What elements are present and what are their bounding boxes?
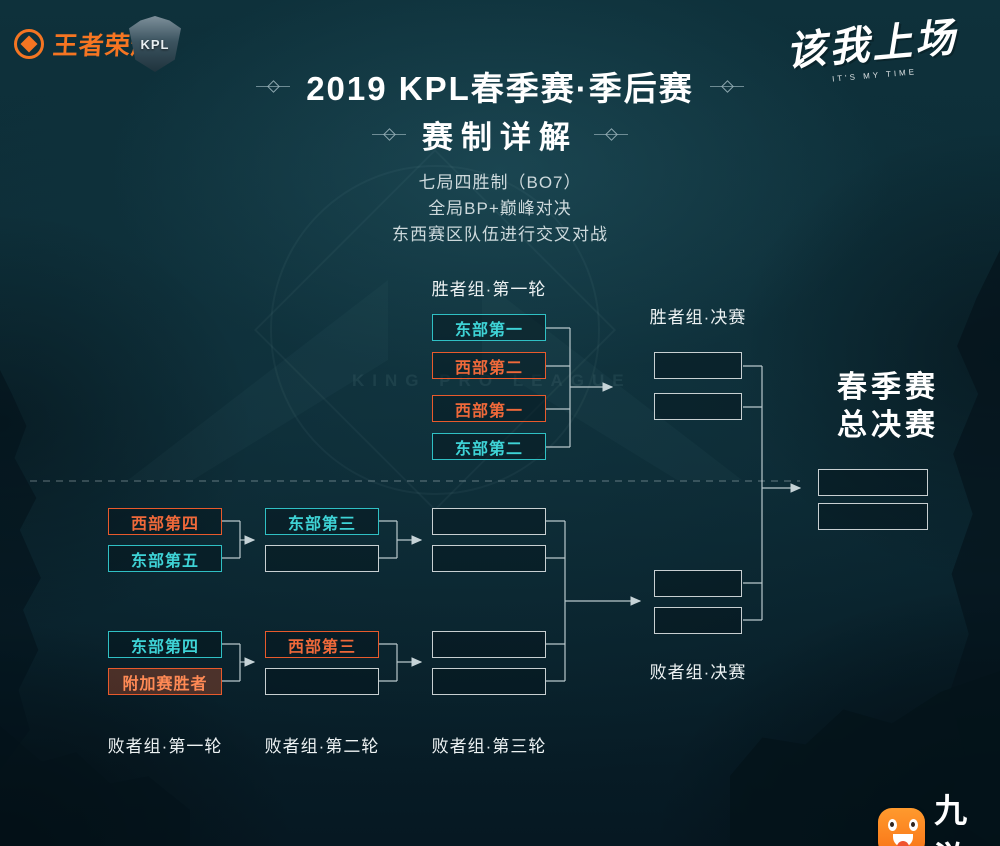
mascot-eye-left [888,819,897,831]
team-box-west-2: 西部第二 [432,352,546,379]
grand-final-slot-1 [818,469,928,496]
page-title: 2019 KPL春季赛·季后赛 [306,70,694,107]
losers-round2-label: 败者组·第二轮 [264,737,380,756]
losers-final-slot-1 [654,570,742,597]
grand-final-title-line1: 春季赛 [837,371,939,404]
losers-round2-slot-2 [265,668,379,695]
team-box-east-3: 东部第三 [265,508,379,535]
grand-final-title: 春季赛 总决赛 [826,369,950,445]
losers-round3-slot-4 [432,668,546,695]
losers-round3-label: 败者组·第三轮 [431,737,547,756]
jiuyou-mascot-icon [878,808,926,846]
mascot-mouth [893,834,913,846]
team-box-east-2: 东部第二 [432,433,546,460]
losers-final-slot-2 [654,607,742,634]
rule-line-1: 七局四胜制（BO7） [418,173,582,192]
losers-round3-slot-3 [432,631,546,658]
team-box-west-3: 西部第三 [265,631,379,658]
winners-round1-label: 胜者组·第一轮 [431,280,547,299]
losers-round2-slot-1 [265,545,379,572]
subtitle-row: 赛制详解 [0,112,1000,157]
winners-final-slot-2 [654,393,742,420]
grand-final-slot-2 [818,503,928,530]
title-ornament-right-icon [709,85,744,87]
losers-round3-slot-1 [432,508,546,535]
brand-kog: 王者荣耀 [14,26,158,62]
team-box-east-5: 东部第五 [108,545,222,572]
winners-final-label: 胜者组·决赛 [649,308,747,327]
title-row: 2019 KPL春季赛·季后赛 [0,62,1000,110]
losers-round3-slot-2 [432,545,546,572]
team-box-east-1: 东部第一 [432,314,546,341]
rule-line-3: 东西赛区队伍进行交叉对战 [392,225,608,244]
format-rules: 七局四胜制（BO7） 全局BP+巅峰对决 东西赛区队伍进行交叉对战 [0,170,1000,248]
kog-logo-icon [14,29,44,59]
watermark-king-pro-league: KING PRO LEAGUE [352,371,632,390]
subtitle-ornament-right-icon [594,134,628,135]
rule-line-2: 全局BP+巅峰对决 [428,199,572,218]
winners-final-slot-1 [654,352,742,379]
site-logo-text: 九游 [934,792,970,846]
mascot-eye-right [909,819,918,831]
site-logo-jiuyou: 九游 [878,784,1000,846]
team-box-west-4: 西部第四 [108,508,222,535]
team-box-east-4: 东部第四 [108,631,222,658]
team-box-playin-winner: 附加赛胜者 [108,668,222,695]
title-ornament-left-icon [256,85,291,87]
losers-round1-label: 败者组·第一轮 [107,737,223,756]
losers-final-label: 败者组·决赛 [649,663,747,682]
kpl-logo-text: KPL [140,36,170,52]
subtitle-ornament-left-icon [372,134,406,135]
team-box-west-1: 西部第一 [432,395,546,422]
grand-final-title-line2: 总决赛 [837,409,939,442]
page-subtitle: 赛制详解 [422,120,578,155]
